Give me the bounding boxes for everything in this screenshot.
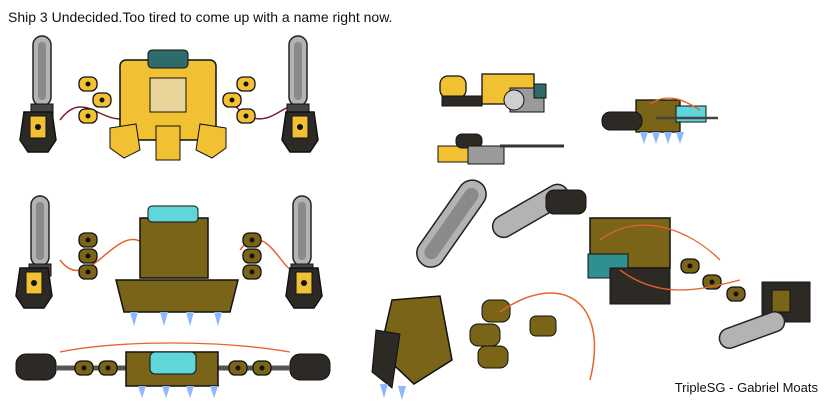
side-view-yellow [437, 73, 564, 165]
page-title: Ship 3 Undecided.Too tired to come up wi… [8, 9, 393, 25]
perspective-large-olive [491, 183, 811, 349]
artist-credit: TripleSG - Gabriel Moats [674, 380, 818, 395]
arm-closeup-olive [371, 179, 596, 400]
top-view-olive [15, 342, 331, 398]
front-view-olive [15, 195, 323, 326]
perspective-small-olive [601, 97, 718, 144]
front-view-yellow [19, 35, 319, 161]
